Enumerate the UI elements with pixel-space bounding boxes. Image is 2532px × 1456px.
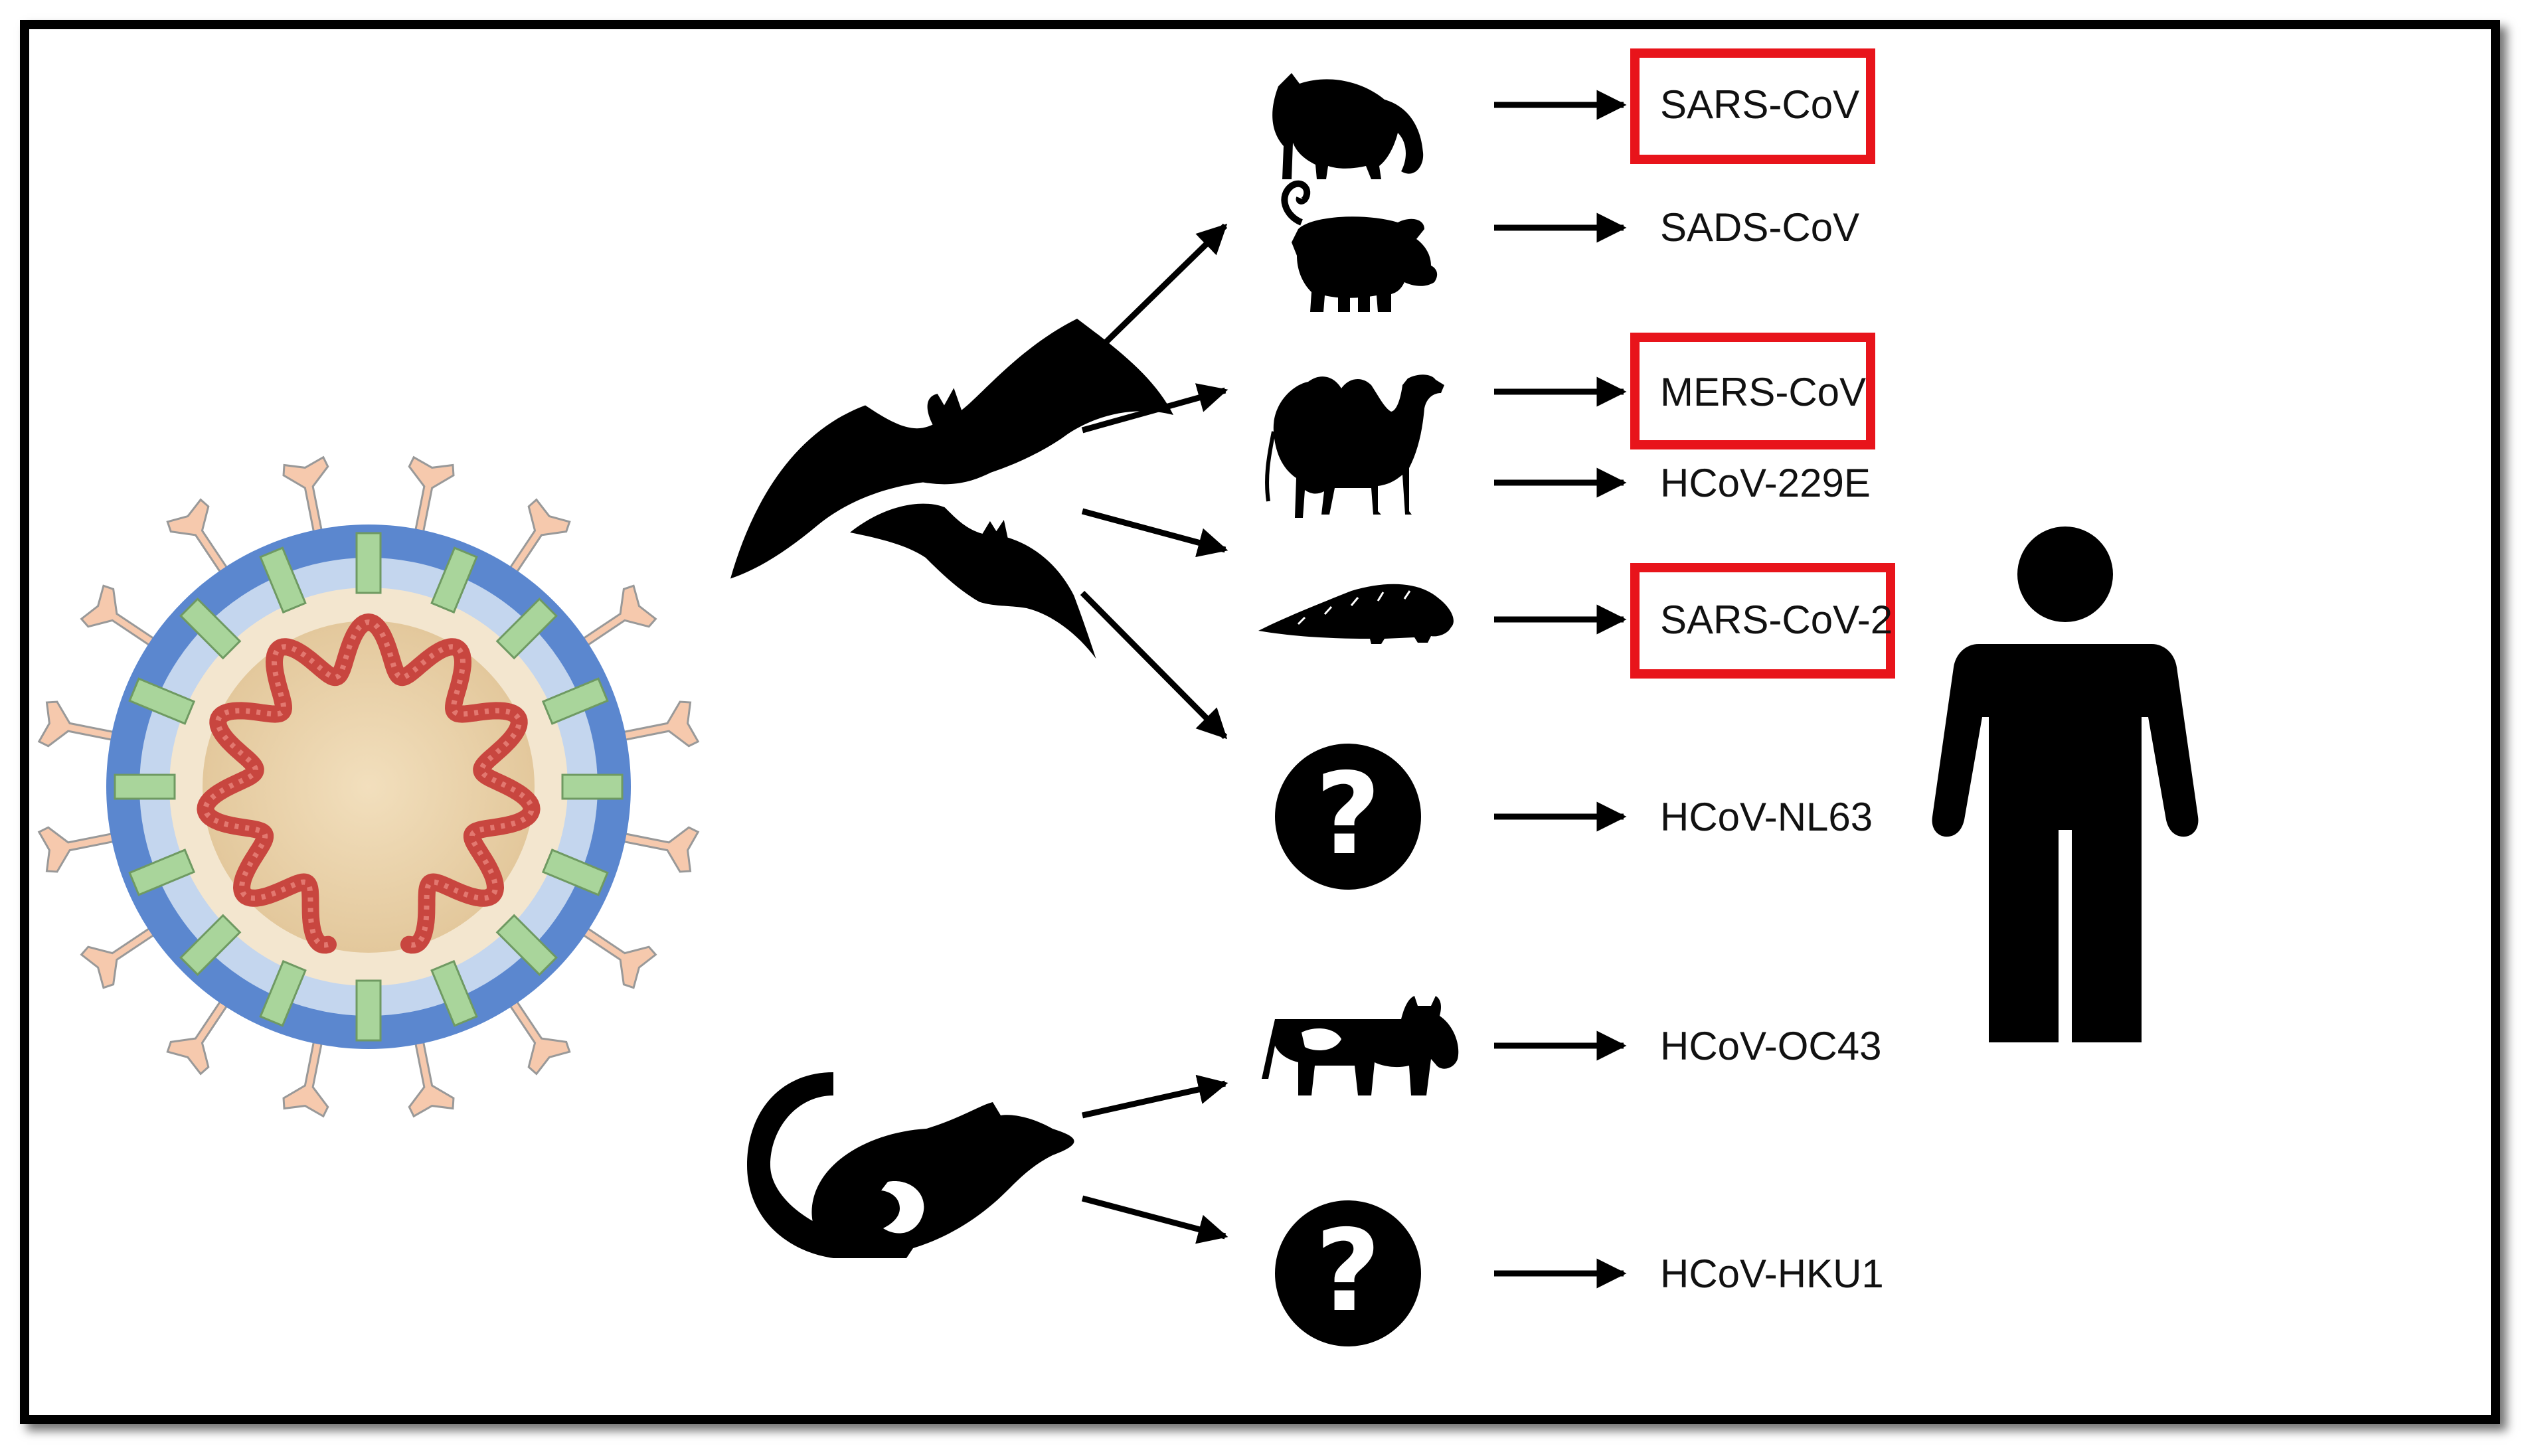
membrane-protein xyxy=(541,849,609,896)
spike-protein xyxy=(574,922,657,989)
virus-label-sads-cov: SADS-CoV xyxy=(1660,205,1859,250)
arrow-rodent-to-cow xyxy=(1082,1074,1228,1119)
svg-text:?: ? xyxy=(1315,1206,1381,1337)
membrane-protein xyxy=(561,773,624,800)
arrow-bat-to-pangolin xyxy=(1081,508,1228,558)
virus-label-sars-cov: SARS-CoV xyxy=(1660,82,1859,127)
virus-arrows xyxy=(1494,90,1627,1289)
membrane-protein xyxy=(430,546,478,614)
arrow-bat-to-pig xyxy=(1080,223,1228,368)
arrow-bat-to-camel xyxy=(1081,383,1228,434)
spike-protein xyxy=(504,498,571,581)
virus-label-hcov-oc43: HCoV-OC43 xyxy=(1660,1024,1881,1068)
membrane-protein xyxy=(495,914,558,976)
virus-label-hcov-229e: HCoV-229E xyxy=(1660,461,1871,505)
pig-icon xyxy=(1281,180,1438,312)
membrane-protein xyxy=(541,677,609,725)
membrane-protein xyxy=(259,959,307,1027)
reservoir-arrows xyxy=(1080,223,1228,1244)
virus-label-hcov-nl63: HCoV-NL63 xyxy=(1660,795,1873,839)
svg-text:?: ? xyxy=(1315,749,1381,880)
spike-protein xyxy=(37,700,124,748)
spike-protein xyxy=(166,498,233,581)
cow-icon xyxy=(1262,996,1459,1095)
highlight-box-sars-cov xyxy=(1630,48,1875,164)
membrane-protein xyxy=(355,979,382,1042)
virus-label-hcov-hku1: HCoV-HKU1 xyxy=(1660,1252,1884,1296)
civet-icon xyxy=(1272,73,1424,179)
membrane-protein xyxy=(430,959,478,1027)
membrane-protein xyxy=(128,849,196,896)
pangolin-icon xyxy=(1258,584,1454,644)
membrane-protein xyxy=(495,598,558,660)
membrane-protein xyxy=(259,546,307,614)
virus-label-mers-cov: MERS-CoV xyxy=(1660,370,1866,414)
spike-protein xyxy=(80,922,163,989)
highlight-box-sars-cov-2 xyxy=(1630,563,1895,679)
arrow-bat-to-unknown xyxy=(1080,590,1228,740)
spike-protein xyxy=(504,993,571,1076)
rat-icon xyxy=(747,1072,1074,1258)
membrane-protein xyxy=(128,677,196,725)
membrane-protein xyxy=(179,914,242,976)
membrane-protein xyxy=(114,773,176,800)
camel-icon xyxy=(1264,374,1444,518)
spike-protein xyxy=(614,826,700,873)
coronavirus-virion-icon xyxy=(37,455,700,1118)
highlight-box-mers-cov xyxy=(1630,333,1875,449)
highlight-boxes xyxy=(1630,48,1895,679)
question-icon: ? xyxy=(1275,744,1421,890)
spike-protein xyxy=(408,455,455,542)
spike-protein xyxy=(282,1032,329,1118)
membrane-protein xyxy=(355,532,382,594)
spike-protein xyxy=(80,584,163,651)
spike-protein xyxy=(282,455,329,542)
arrow-rodent-to-unknown xyxy=(1081,1195,1228,1244)
membrane-protein xyxy=(179,598,242,660)
question-icon: ? xyxy=(1275,1200,1421,1346)
spike-protein xyxy=(166,993,233,1076)
bat-icon xyxy=(730,319,1173,579)
spike-protein xyxy=(614,700,700,748)
spike-protein xyxy=(574,584,657,651)
virus-labels: SARS-CoV SADS-CoV MERS-CoV HCoV-229E SAR… xyxy=(1660,82,1893,1296)
spike-protein xyxy=(37,826,124,873)
spike-protein xyxy=(408,1032,455,1118)
bat-icon xyxy=(850,503,1096,659)
virus-label-sars-cov-2: SARS-CoV-2 xyxy=(1660,598,1893,642)
human-icon xyxy=(1932,526,2199,1042)
